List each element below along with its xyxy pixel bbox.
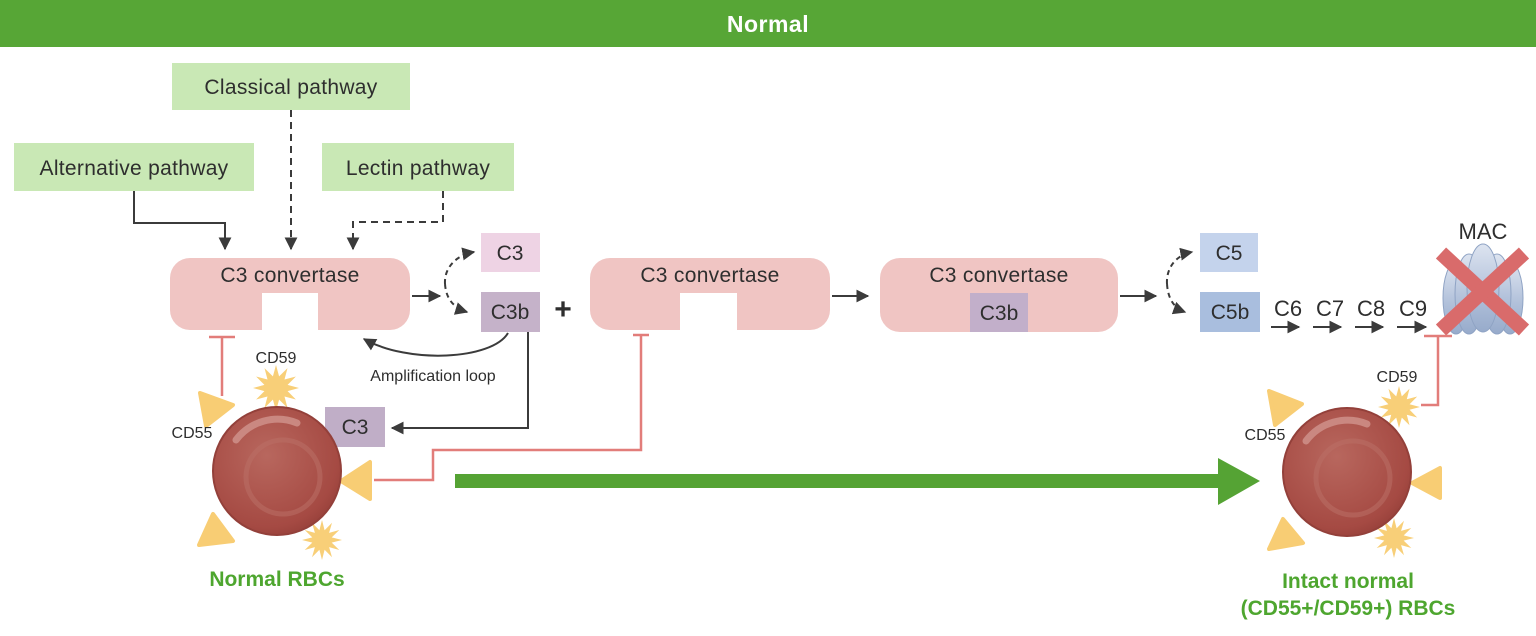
c5b-branch-arrow [1166, 283, 1187, 315]
c5b-label: C5b [1211, 301, 1250, 324]
c3b-bound-box [970, 293, 1028, 332]
c3-convertase-1-shape [170, 258, 410, 330]
cd55-marker-triangle [198, 391, 235, 428]
rbc-highlight [1302, 416, 1371, 445]
c7-label: C7 [1316, 296, 1344, 321]
c3-convertase-3-label: C3 convertase [929, 264, 1068, 287]
cd59-marker-star [1378, 386, 1420, 428]
cd59-marker-star [302, 520, 342, 560]
c3-label: C3 [497, 242, 524, 265]
right-rbc-caption-line1: Intact normal [1282, 570, 1414, 593]
c3-box [481, 233, 540, 272]
c3-deposit-label: C3 [342, 416, 369, 439]
header-title: Normal [727, 11, 809, 37]
cd59-inhibits-mac [1421, 334, 1452, 407]
c5-branch-arrow [1165, 247, 1194, 285]
c8-label: C8 [1357, 296, 1385, 321]
cd59-label-left: CD59 [256, 350, 297, 367]
c5-label: C5 [1216, 242, 1243, 265]
c3-convertase-2-label: C3 convertase [640, 264, 779, 287]
alternative-to-convertase-arrow [133, 191, 232, 251]
c6-label: C6 [1274, 296, 1302, 321]
cd55-marker-triangle [1267, 517, 1305, 551]
c3-branch-arrow [443, 247, 476, 285]
cd55-marker-triangle [339, 460, 372, 501]
c5-box [1200, 233, 1258, 272]
cd55-label-left: CD55 [172, 425, 213, 442]
right-rbc-caption-line2: (CD55+/CD59+) RBCs [1241, 597, 1456, 620]
c3-convertase-1-label: C3 convertase [220, 264, 359, 287]
c3b-to-rbc-arrow [390, 332, 529, 435]
lectin-pathway-box [322, 143, 514, 191]
inhibition-line [374, 335, 643, 482]
header-bar [0, 0, 1536, 47]
c3b-branch-arrow [444, 283, 469, 315]
mac-blocked-cross [1435, 247, 1530, 336]
c3b-label: C3b [491, 301, 530, 324]
right-rbc-group: CD59 CD55 Intact normal (CD55+/CD59+) RB… [1241, 369, 1456, 620]
c3b-bound-label: C3b [980, 302, 1019, 325]
cd55-marker-triangle [197, 512, 235, 547]
cd59-label-right: CD59 [1377, 369, 1418, 386]
c9-label: C9 [1399, 296, 1427, 321]
inhibition-line [1421, 336, 1440, 407]
rbc-highlight [232, 415, 301, 444]
cd59-marker-star [1374, 518, 1414, 558]
cd55-marker-triangle [1267, 389, 1304, 427]
left-rbc-caption: Normal RBCs [209, 568, 344, 591]
cd55-label-right: CD55 [1245, 427, 1286, 444]
cd55-marker-triangle [1410, 466, 1442, 500]
left-rbc-group: CD59 CD55 Normal RBCs [172, 350, 372, 591]
classical-pathway-box [172, 63, 410, 110]
c3-deposit-box [325, 407, 385, 447]
c3b-box [481, 292, 540, 332]
amplification-loop-label: Amplification loop [370, 368, 496, 385]
cross-line [1435, 247, 1530, 336]
c5b-box [1200, 292, 1260, 332]
c3-convertase-2-shape [590, 258, 830, 330]
plus-sign: + [554, 293, 572, 326]
lectin-to-convertase-arrow [346, 191, 444, 251]
classical-pathway-label: Classical pathway [204, 76, 377, 99]
mac-label: MAC [1459, 219, 1508, 244]
progression-arrow [455, 458, 1260, 505]
rbc-inner-ring [243, 437, 323, 517]
lectin-pathway-label: Lectin pathway [346, 157, 490, 180]
rbc-inner-ring [1313, 438, 1393, 518]
amplification-loop-arrow [362, 332, 509, 357]
alternative-pathway-label: Alternative pathway [40, 157, 229, 180]
alternative-pathway-box [14, 143, 254, 191]
cd55-inhibits-convertase2 [374, 333, 649, 482]
cd55-inhibits-convertase1 [209, 335, 235, 396]
cd59-marker-star [253, 365, 299, 411]
